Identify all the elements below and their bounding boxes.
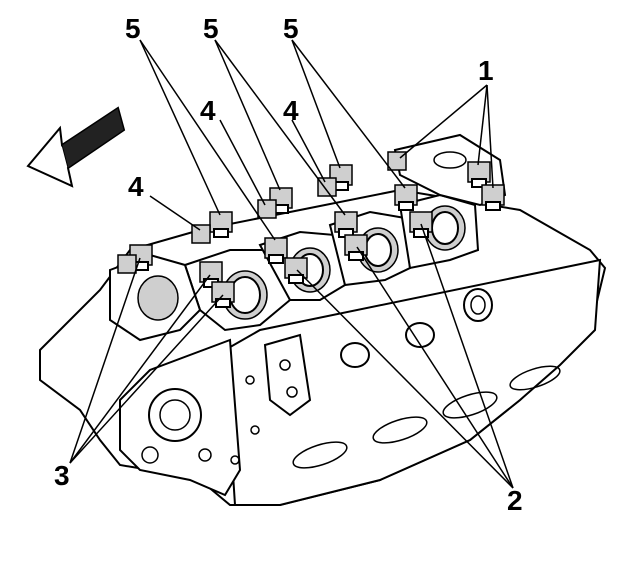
bolt <box>409 211 433 238</box>
bolt <box>257 199 277 219</box>
front-direction-arrow-icon <box>26 106 126 188</box>
callout-5-right: 5 <box>283 13 299 44</box>
callout-labels: 1 2 3 4 4 4 5 5 5 <box>54 13 523 516</box>
bolt <box>209 211 233 238</box>
bolt <box>334 211 358 238</box>
engine-block <box>39 39 607 506</box>
bolt <box>284 257 308 284</box>
bolt <box>191 224 211 244</box>
callout-5-left: 5 <box>125 13 141 44</box>
bolt <box>467 161 491 188</box>
callout-2: 2 <box>507 485 523 516</box>
bolt <box>264 237 288 264</box>
callout-4-left: 4 <box>128 171 144 202</box>
callout-4-right: 4 <box>283 95 299 126</box>
leader-lines <box>69 39 514 489</box>
bolt <box>117 254 137 274</box>
bolt <box>481 184 505 211</box>
callout-3: 3 <box>54 460 70 491</box>
bolt <box>394 184 418 211</box>
bolt <box>344 234 368 261</box>
main-bearing-bolts <box>117 151 505 308</box>
bolt <box>317 177 337 197</box>
callout-1: 1 <box>478 55 494 86</box>
callout-5-middle: 5 <box>203 13 219 44</box>
callout-4-middle: 4 <box>200 95 216 126</box>
